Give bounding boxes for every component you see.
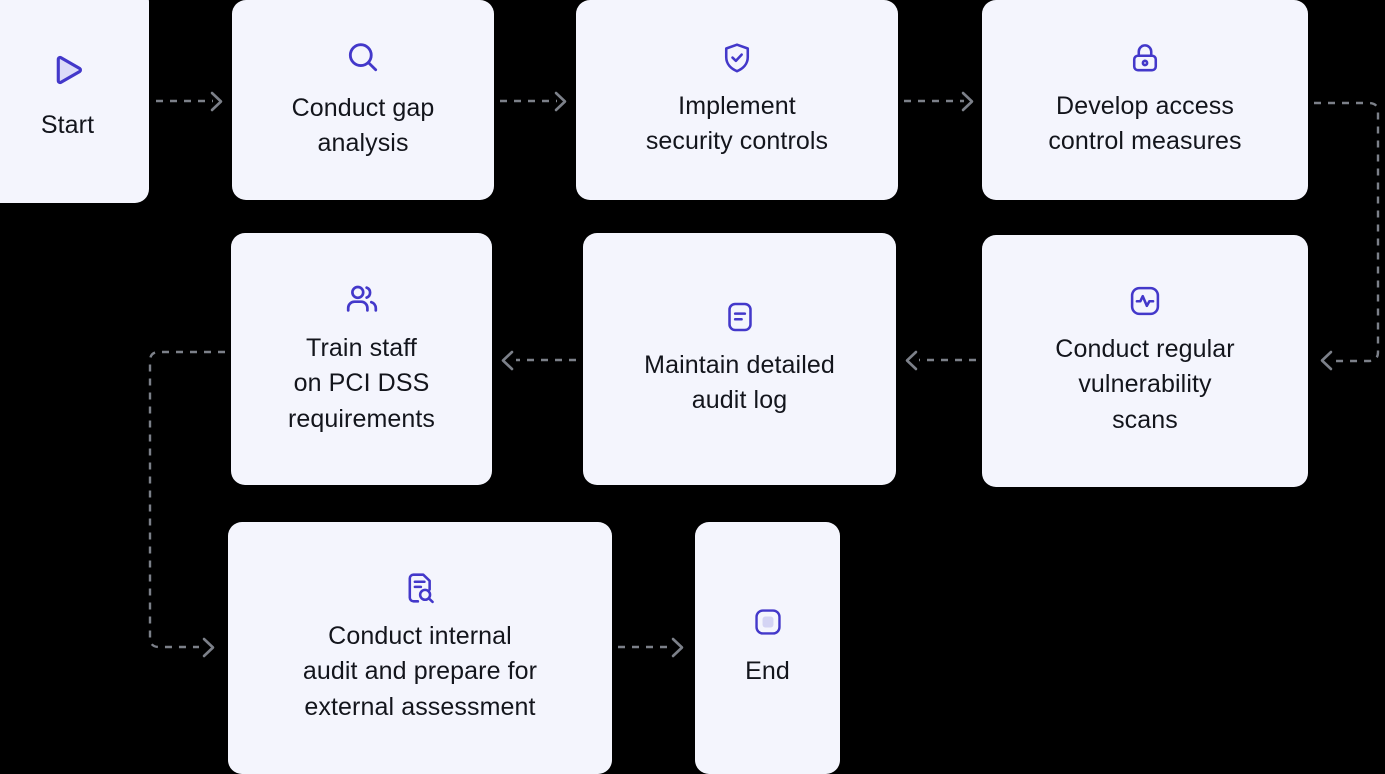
search-icon	[344, 39, 382, 77]
node-label: Implement security controls	[645, 91, 829, 156]
node-label: End	[745, 657, 790, 686]
node-implement-security-controls[interactable]: Implement security controls	[576, 0, 898, 200]
arrowhead-controls-to-access	[961, 91, 974, 112]
lock-icon	[1128, 41, 1162, 75]
node-conduct-internal-audit[interactable]: Conduct internal audit and prepare for e…	[228, 522, 612, 774]
edge-train-to-internal	[148, 350, 225, 649]
activity-pulse-icon	[1128, 284, 1162, 318]
users-icon	[344, 281, 380, 317]
arrowhead-scans-to-auditlog	[905, 350, 918, 371]
log-document-icon	[723, 300, 757, 334]
node-label: Conduct gap analysis	[291, 93, 435, 158]
node-label: Start	[40, 110, 95, 139]
node-label: Conduct internal audit and prepare for e…	[302, 621, 538, 721]
edge-access-to-scans	[1314, 101, 1380, 363]
node-label: Train staff on PCI DSS requirements	[287, 333, 436, 433]
node-label: Maintain detailed audit log	[644, 350, 835, 415]
play-icon	[46, 48, 90, 92]
node-develop-access-control-measures[interactable]: Develop access control measures	[982, 0, 1308, 200]
stop-icon	[752, 606, 784, 638]
arrowhead-auditlog-to-train	[501, 350, 514, 371]
node-conduct-gap-analysis[interactable]: Conduct gap analysis	[232, 0, 494, 200]
node-start[interactable]: Start	[0, 0, 149, 203]
arrowhead-access-to-scans	[1320, 350, 1333, 371]
file-search-icon	[403, 571, 437, 605]
node-train-staff[interactable]: Train staff on PCI DSS requirements	[231, 233, 492, 485]
arrowhead-train-to-internal	[202, 637, 215, 658]
arrowhead-internal-to-end	[671, 637, 684, 658]
node-maintain-audit-log[interactable]: Maintain detailed audit log	[583, 233, 896, 485]
node-vulnerability-scans[interactable]: Conduct regular vulnerability scans	[982, 235, 1308, 487]
node-label: Develop access control measures	[1048, 91, 1242, 156]
node-label: Conduct regular vulnerability scans	[1055, 334, 1235, 434]
node-end[interactable]: End	[695, 522, 840, 774]
arrowhead-start-to-gap	[210, 91, 223, 112]
arrowhead-gap-to-controls	[554, 91, 567, 112]
shield-check-icon	[720, 41, 754, 75]
